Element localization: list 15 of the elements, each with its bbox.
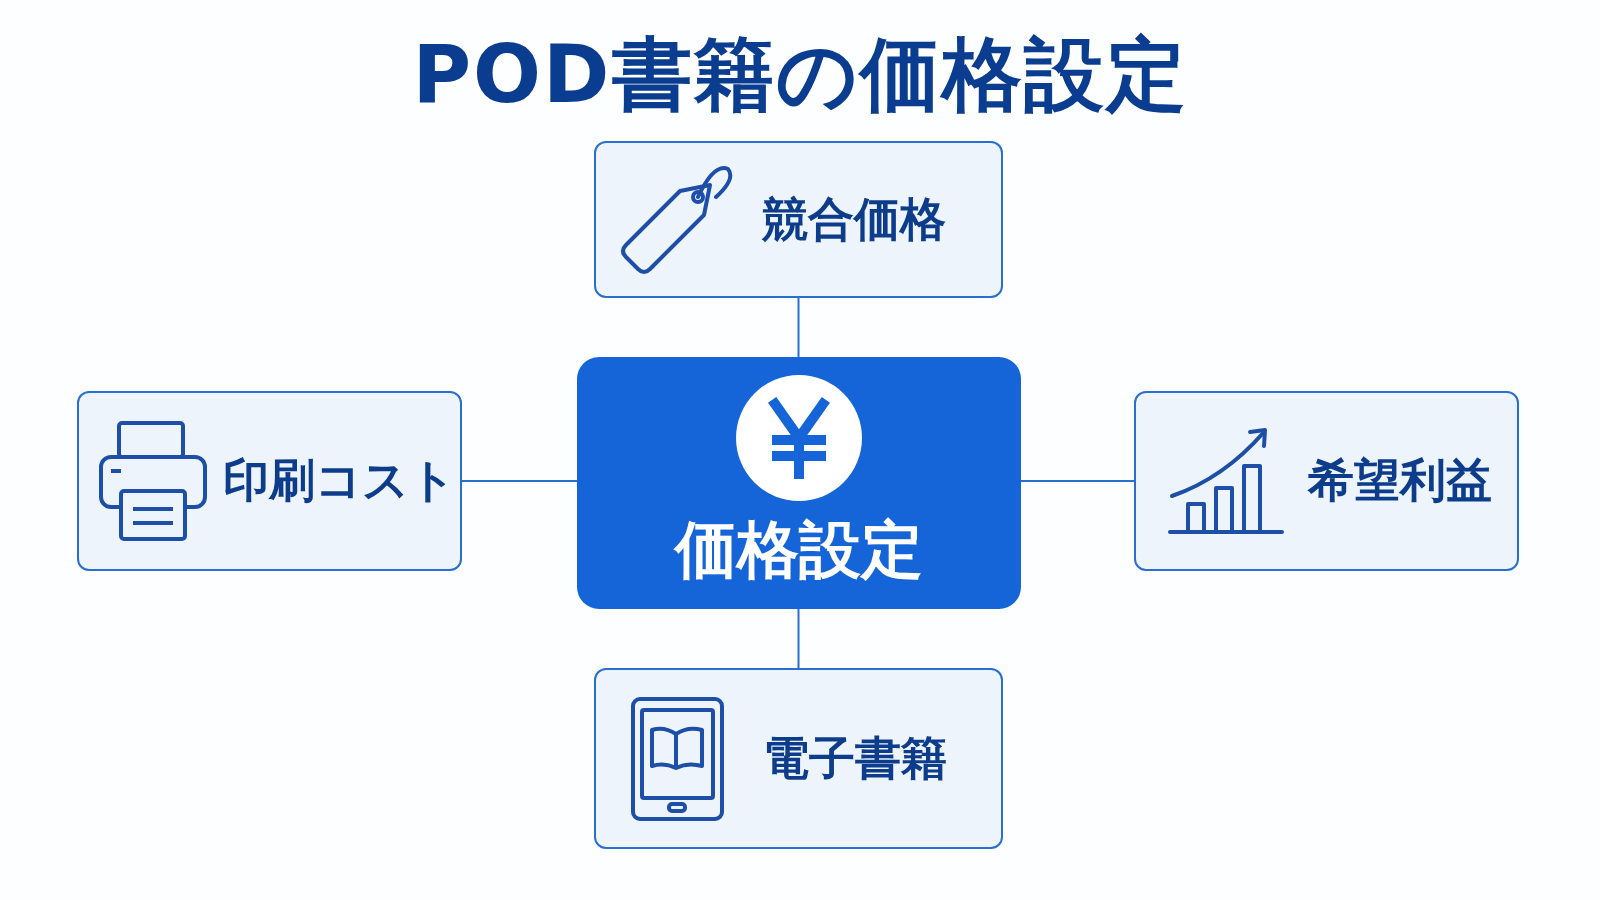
- connector-line: [461, 480, 578, 482]
- connector-line: [797, 608, 800, 669]
- box-label: 競合価格: [762, 190, 946, 248]
- center-box: [577, 357, 1021, 609]
- box-label: 希望利益: [1308, 452, 1492, 509]
- title: POD書籍の価格設定: [412, 28, 1188, 121]
- topic-box: [594, 668, 1003, 849]
- topic-box: [77, 391, 462, 571]
- connector-line: [797, 297, 800, 358]
- topic-box: [1134, 391, 1519, 571]
- box-label: 印刷コスト: [223, 452, 456, 509]
- box-label: 電子書籍: [763, 729, 947, 787]
- box-label: 価格設定: [675, 512, 923, 588]
- connector-line: [1020, 480, 1135, 482]
- topic-box: [594, 141, 1003, 298]
